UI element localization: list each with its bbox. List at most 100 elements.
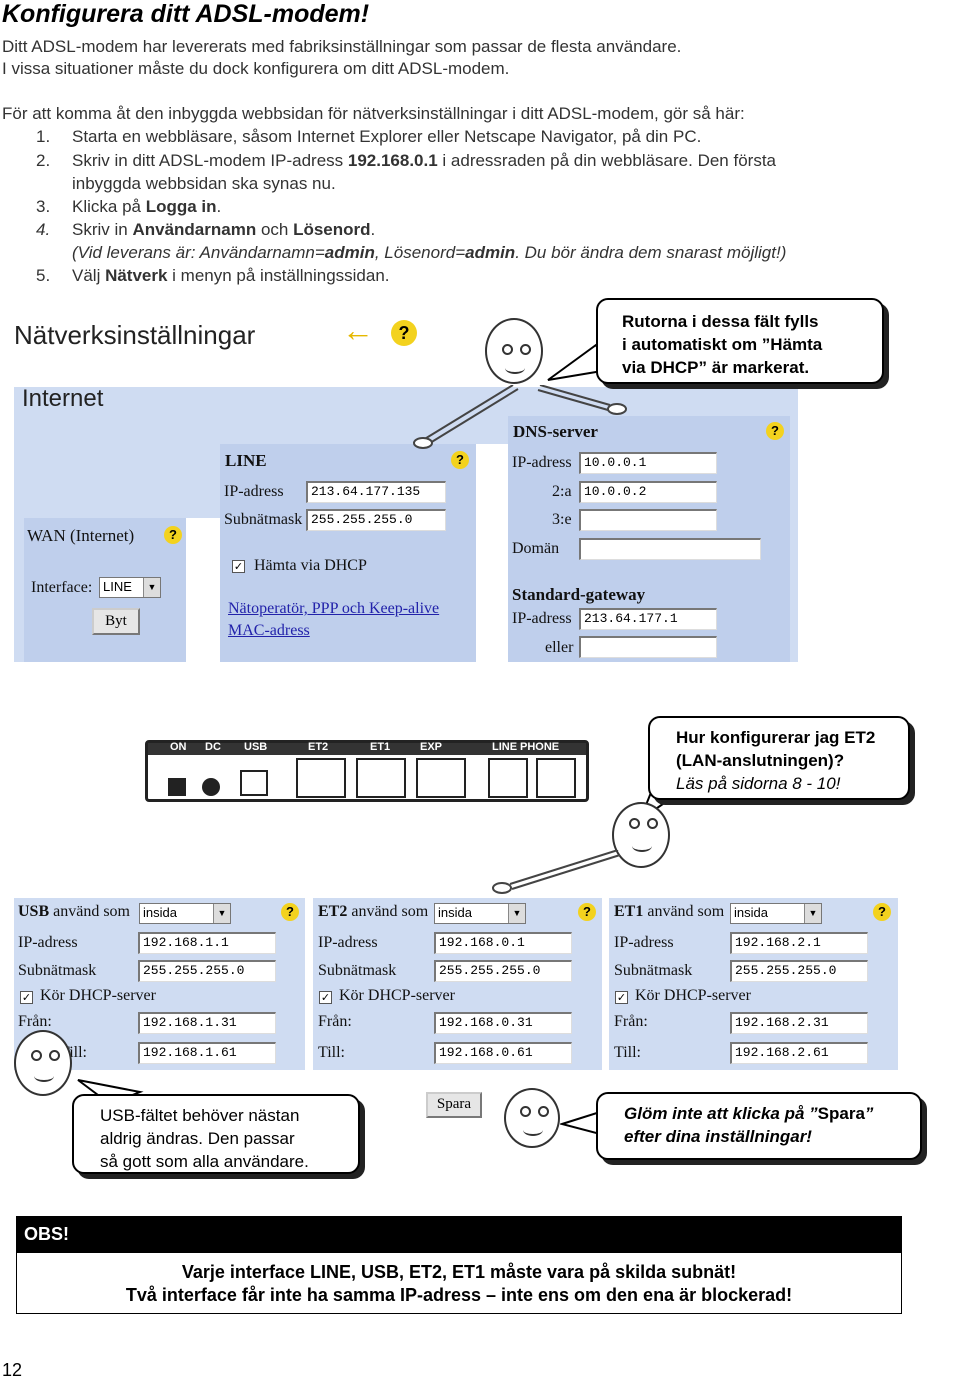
step-number: 2. bbox=[36, 151, 51, 170]
mac-address-link[interactable]: MAC-adress bbox=[228, 622, 310, 639]
tip-line: (LAN-anslutningen)? bbox=[676, 751, 845, 770]
step-number: 3. bbox=[36, 197, 51, 216]
mouth bbox=[505, 362, 525, 374]
help-icon[interactable]: ? bbox=[281, 903, 299, 921]
dns3-input[interactable] bbox=[579, 509, 717, 531]
help-icon[interactable]: ? bbox=[451, 451, 469, 469]
help-icon[interactable]: ? bbox=[766, 422, 784, 440]
et2-ip-input[interactable]: 192.168.0.1 bbox=[434, 932, 572, 954]
smiley-face-icon bbox=[485, 318, 543, 384]
interface-name: USB bbox=[18, 903, 50, 920]
tip-text: Glöm inte att klicka på ” bbox=[624, 1104, 818, 1123]
used-as-label: använd som bbox=[647, 903, 725, 920]
back-arrow-icon[interactable]: ← bbox=[342, 312, 374, 348]
usb-mask-input[interactable]: 255.255.255.0 bbox=[138, 960, 276, 982]
used-as-label: använd som bbox=[53, 903, 130, 920]
isp-ppp-link[interactable]: Nätoperatör, PPP och Keep-alive bbox=[228, 600, 440, 617]
help-icon[interactable]: ? bbox=[578, 903, 596, 921]
usb-dhcp-checkbox[interactable]: ✓ bbox=[20, 991, 33, 1004]
power-switch-icon bbox=[168, 778, 186, 796]
usb-used-as: USB använd som bbox=[18, 903, 130, 921]
dns-title: DNS-server bbox=[513, 422, 598, 441]
et1-to-input[interactable]: 192.168.2.61 bbox=[730, 1042, 868, 1064]
dns-ip-label: IP-adress bbox=[512, 454, 572, 471]
step-1: Starta en webbläsare, såsom Internet Exp… bbox=[72, 127, 702, 146]
help-icon[interactable]: ? bbox=[391, 320, 417, 346]
usb-mode-select[interactable]: insida▼ bbox=[139, 903, 231, 924]
dhcp-checkbox[interactable]: ✓ bbox=[232, 560, 245, 573]
interface-select[interactable]: LINE▼ bbox=[99, 577, 161, 598]
interface-name: ET1 bbox=[614, 903, 644, 920]
et1-ip-input[interactable]: 192.168.2.1 bbox=[730, 932, 868, 954]
tip-line: Läs på sidorna 8 - 10! bbox=[676, 774, 841, 793]
dns3-label: 3:e bbox=[552, 511, 572, 528]
line-ip-input[interactable]: 213.64.177.135 bbox=[306, 481, 446, 503]
step-3: Klicka på Logga in. bbox=[72, 196, 221, 218]
usb-to-input[interactable]: 192.168.1.61 bbox=[138, 1042, 276, 1064]
mouth bbox=[523, 1124, 543, 1136]
et2-ip-label: IP-adress bbox=[318, 934, 378, 951]
et2-mask-input[interactable]: 255.255.255.0 bbox=[434, 960, 572, 982]
internet-heading: Internet bbox=[22, 385, 104, 412]
chevron-down-icon: ▼ bbox=[143, 578, 160, 597]
dns-ip-input[interactable]: 10.0.0.1 bbox=[579, 452, 717, 474]
gateway-ip-input[interactable]: 213.64.177.1 bbox=[579, 608, 717, 630]
et1-from-input[interactable]: 192.168.2.31 bbox=[730, 1012, 868, 1034]
et2-dhcp-checkbox[interactable]: ✓ bbox=[319, 991, 332, 1004]
et2-port-icon bbox=[296, 758, 346, 798]
tip-bubble-usb: USB-fältet behöver nästan aldrig ändras.… bbox=[72, 1094, 360, 1174]
gateway-alt-input[interactable] bbox=[579, 636, 717, 658]
et1-mask-input[interactable]: 255.255.255.0 bbox=[730, 960, 868, 982]
usb-port-icon bbox=[240, 770, 268, 796]
eye bbox=[520, 344, 531, 355]
help-icon[interactable]: ? bbox=[873, 903, 891, 921]
et2-from-input[interactable]: 192.168.0.31 bbox=[434, 1012, 572, 1034]
domain-input[interactable] bbox=[579, 538, 761, 560]
wan-gap bbox=[186, 518, 220, 662]
et1-panel bbox=[609, 898, 898, 1070]
step-text: . bbox=[370, 220, 376, 239]
et1-from-label: Från: bbox=[614, 1013, 648, 1030]
dns2-input[interactable]: 10.0.0.2 bbox=[579, 481, 717, 503]
usb-from-input[interactable]: 192.168.1.31 bbox=[138, 1012, 276, 1034]
help-icon[interactable]: ? bbox=[164, 526, 182, 544]
line-title: LINE bbox=[225, 451, 267, 470]
tip-line: via DHCP” är markerat. bbox=[622, 358, 810, 377]
gateway-ip-label: IP-adress bbox=[512, 610, 572, 627]
et1-mode-select[interactable]: insida▼ bbox=[730, 903, 822, 924]
et2-mode-select[interactable]: insida▼ bbox=[434, 903, 526, 924]
port-label-usb: USB bbox=[244, 741, 268, 753]
tip-line: Rutorna i dessa fält fylls bbox=[622, 312, 819, 331]
usb-ip-input[interactable]: 192.168.1.1 bbox=[138, 932, 276, 954]
obs-text: Varje interface LINE, USB, ET2, ET1 måst… bbox=[16, 1261, 902, 1307]
steps-list: 1. Starta en webbläsare, såsom Internet … bbox=[0, 126, 960, 286]
et2-to-label: Till: bbox=[318, 1044, 345, 1061]
line-gap bbox=[476, 444, 508, 662]
switch-button[interactable]: Byt bbox=[92, 608, 140, 635]
eye bbox=[538, 1106, 549, 1117]
et1-dhcp-checkbox[interactable]: ✓ bbox=[615, 991, 628, 1004]
step-2: Skriv in ditt ADSL-modem IP-adress 192.1… bbox=[72, 150, 776, 172]
chevron-down-icon: ▼ bbox=[213, 904, 230, 923]
note-text: , Lösenord= bbox=[374, 243, 466, 262]
line-box bbox=[220, 444, 476, 662]
line-mask-input[interactable]: 255.255.255.0 bbox=[306, 509, 446, 531]
usb-from-label: Från: bbox=[18, 1013, 52, 1030]
save-button[interactable]: Spara bbox=[426, 1092, 482, 1118]
port-label-dc: DC bbox=[205, 741, 221, 753]
eye bbox=[647, 818, 658, 829]
step-4-note: (Vid leverans är: Användarnamn=admin, Lö… bbox=[72, 242, 786, 264]
interface-name: ET2 bbox=[318, 903, 348, 920]
exp-port-icon bbox=[416, 758, 466, 798]
mode-value: insida bbox=[734, 905, 768, 920]
tip-line: efter dina inställningar! bbox=[624, 1127, 812, 1146]
default-username: admin bbox=[324, 243, 375, 262]
face1-arms bbox=[413, 385, 627, 449]
et2-to-input[interactable]: 192.168.0.61 bbox=[434, 1042, 572, 1064]
obs-line: Två interface får inte ha samma IP-adres… bbox=[125, 1285, 793, 1305]
tip-line: aldrig ändras. Den passar bbox=[100, 1129, 295, 1148]
obs-bar bbox=[17, 1217, 901, 1253]
line-port-icon bbox=[488, 758, 528, 798]
tip-bubble-dhcp: Rutorna i dessa fält fylls i automatiskt… bbox=[596, 298, 884, 384]
port-label-line: LINE bbox=[492, 741, 518, 753]
